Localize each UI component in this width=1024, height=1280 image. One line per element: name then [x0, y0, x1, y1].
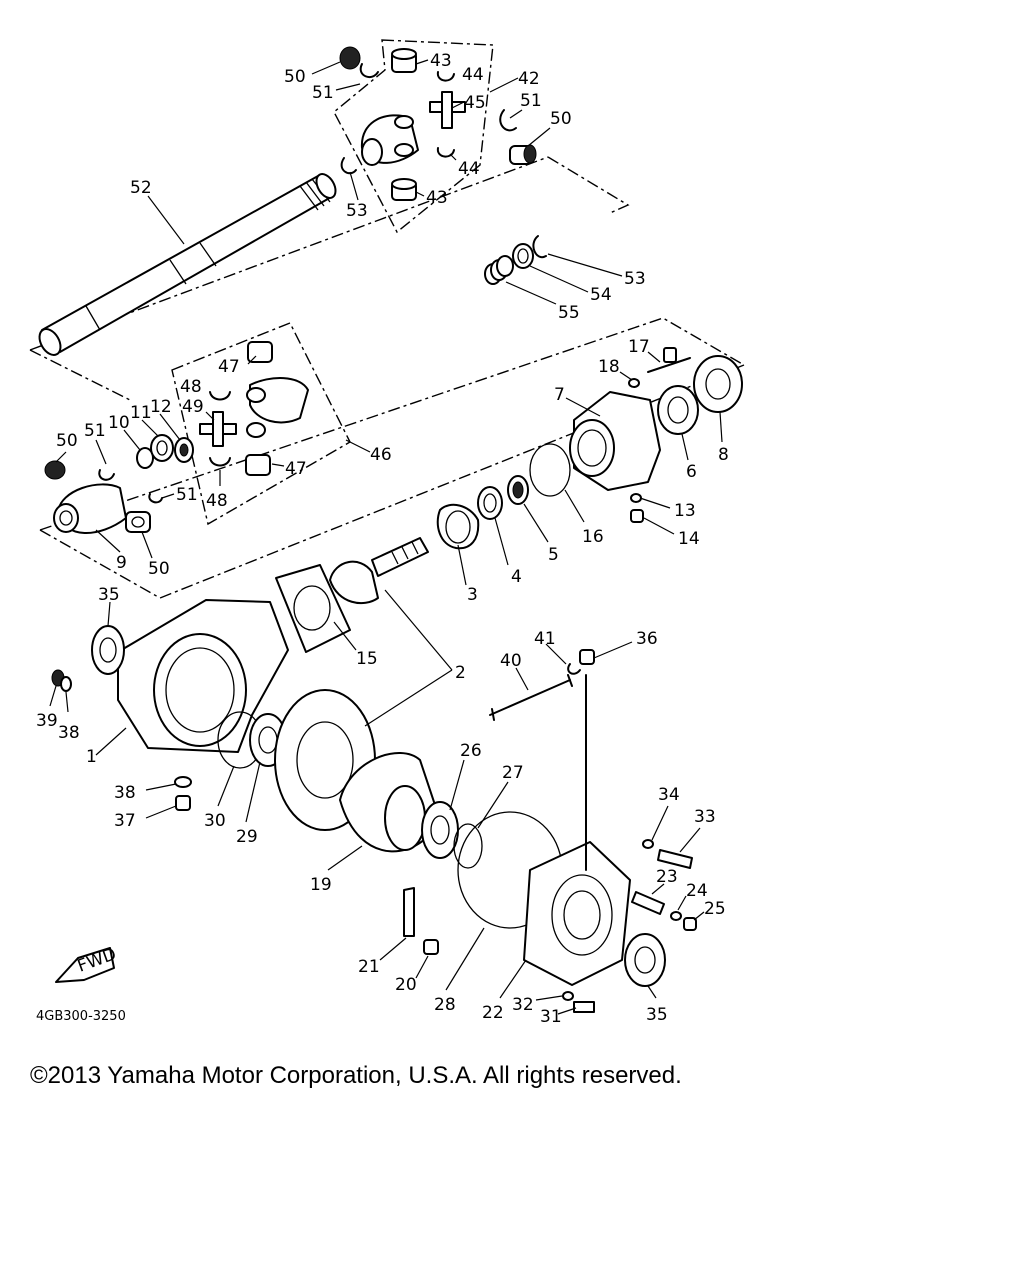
part-label-34: 34 [658, 785, 680, 805]
part-label-2: 2 [455, 663, 466, 683]
drive-shaft [38, 173, 337, 356]
part-label-20: 20 [395, 975, 417, 995]
part-number-labels: 1 2 3 4 5 6 7 8 9 10 11 12 [36, 51, 729, 1027]
part-label-47-bottom: 47 [285, 459, 307, 479]
part-label-10: 10 [108, 413, 130, 433]
part-label-29: 29 [236, 827, 258, 847]
part-label-51-c: 51 [84, 421, 106, 441]
exploded-parts-diagram: FWD 1 2 3 4 5 6 7 8 9 10 11 [29, 39, 745, 1027]
part-label-50-c: 50 [56, 431, 78, 451]
part-label-38-upper: 38 [58, 723, 80, 743]
bearing-housing-group [436, 347, 743, 550]
part-label-44-bottom: 44 [458, 159, 480, 179]
part-label-17: 17 [628, 337, 650, 357]
part-label-49: 49 [182, 397, 204, 417]
part-label-22: 22 [482, 1003, 504, 1023]
part-label-37: 37 [114, 811, 136, 831]
part-label-19: 19 [310, 875, 332, 895]
part-label-15: 15 [356, 649, 378, 669]
part-label-55: 55 [558, 303, 580, 323]
part-label-23: 23 [656, 867, 678, 887]
part-label-38-lower: 38 [114, 783, 136, 803]
part-label-13: 13 [674, 501, 696, 521]
part-label-50-b: 50 [550, 109, 572, 129]
part-label-47-top: 47 [218, 357, 240, 377]
copyright-notice: ©2013 Yamaha Motor Corporation, U.S.A. A… [30, 1062, 682, 1089]
part-label-1: 1 [86, 747, 97, 767]
part-label-6: 6 [686, 462, 697, 482]
part-label-3: 3 [467, 585, 478, 605]
part-label-21: 21 [358, 957, 380, 977]
part-label-14: 14 [678, 529, 700, 549]
part-label-53-top: 53 [346, 201, 368, 221]
part-label-51-d: 51 [176, 485, 198, 505]
part-label-52: 52 [130, 178, 152, 198]
universal-joint-upper [339, 46, 537, 201]
part-label-43-top: 43 [430, 51, 452, 71]
part-label-18: 18 [598, 357, 620, 377]
part-label-54: 54 [590, 285, 612, 305]
diagram-reference-code: 4GB300-3250 [36, 1009, 126, 1024]
part-label-4: 4 [511, 567, 522, 587]
part-label-42: 42 [518, 69, 540, 89]
part-label-28: 28 [434, 995, 456, 1015]
part-label-53-right: 53 [624, 269, 646, 289]
part-label-50-a: 50 [284, 67, 306, 87]
universal-joint-lower [199, 341, 309, 476]
part-label-48-top: 48 [180, 377, 202, 397]
part-label-31: 31 [540, 1007, 562, 1027]
part-label-46: 46 [370, 445, 392, 465]
part-label-12: 12 [150, 397, 172, 417]
part-label-27: 27 [502, 763, 524, 783]
part-label-7: 7 [554, 385, 565, 405]
part-label-16: 16 [582, 527, 604, 547]
part-label-9: 9 [116, 553, 127, 573]
part-label-45: 45 [464, 93, 486, 113]
part-label-32: 32 [512, 995, 534, 1015]
yoke-group [44, 434, 194, 534]
part-label-39: 39 [36, 711, 58, 731]
part-label-41: 41 [534, 629, 556, 649]
part-label-30: 30 [204, 811, 226, 831]
forward-arrow-icon: FWD [55, 944, 119, 983]
part-label-5: 5 [548, 545, 559, 565]
part-label-51-a: 51 [312, 83, 334, 103]
part-label-35-top: 35 [98, 585, 120, 605]
part-label-40: 40 [500, 651, 522, 671]
part-label-26: 26 [460, 741, 482, 761]
part-label-50-d: 50 [148, 559, 170, 579]
part-label-36: 36 [636, 629, 658, 649]
part-label-51-b: 51 [520, 91, 542, 111]
part-label-11: 11 [130, 403, 152, 423]
part-label-8: 8 [718, 445, 729, 465]
part-label-24: 24 [686, 881, 708, 901]
part-label-43-bottom: 43 [426, 188, 448, 208]
part-label-44-top: 44 [462, 65, 484, 85]
final-drive-cover [523, 674, 697, 1013]
pinion-gear [275, 537, 429, 653]
ring-gear-group [217, 649, 595, 955]
differential-housing [51, 599, 289, 811]
part-label-48-bottom: 48 [206, 491, 228, 511]
part-label-35-bottom: 35 [646, 1005, 668, 1025]
spring-seal-group [484, 235, 547, 285]
part-label-33: 33 [694, 807, 716, 827]
part-label-25: 25 [704, 899, 726, 919]
